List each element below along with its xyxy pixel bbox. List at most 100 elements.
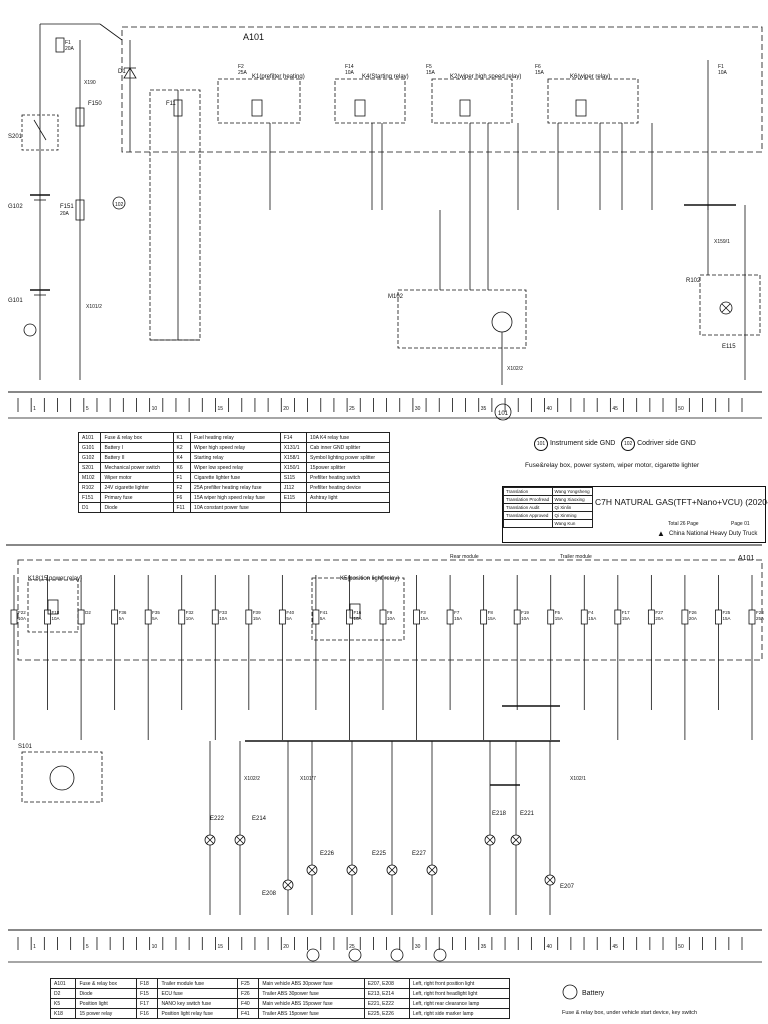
upper-legend-cell: X150/1	[279, 462, 308, 473]
upper-legend-cell: Prefilter heating device	[306, 482, 390, 493]
lower-wire-drops	[13, 575, 753, 740]
fuse-rating: 15A	[454, 616, 462, 621]
node-x102-2: X102/2	[507, 366, 523, 372]
part-e207: E207	[560, 884, 575, 890]
lower-legend-cell: F15	[136, 988, 159, 999]
part-g101: G101	[8, 298, 23, 304]
fuse-rating: 10A	[219, 616, 227, 621]
lower-legend-cell: F18	[136, 978, 159, 989]
node-x159-1: X159/1	[714, 239, 730, 245]
fuse-name: F35	[152, 610, 160, 615]
lower-legend-cell: K18	[49, 1008, 77, 1019]
fuse-f5-rating: 15A	[426, 70, 436, 76]
upper-legend-cell: Battery I	[100, 442, 174, 453]
upper-ruler-number: 1	[33, 406, 36, 412]
fuse-rating: 10A	[186, 616, 194, 621]
upper-legend-cell: 24V cigarette lighter	[100, 482, 174, 493]
title-block-legend-cell: Qi Xinlin	[551, 503, 594, 512]
lower-legend-cell: Left, right rear clearance lamp	[408, 998, 511, 1009]
upper-legend-cell: 25A prefilter heating relay fuse	[190, 482, 281, 493]
fuse-symbol	[379, 609, 387, 625]
upper-ruler-number: 30	[415, 406, 421, 412]
fuse-symbol	[647, 609, 655, 625]
fuse-f2-rating: 25A	[238, 70, 248, 76]
lower-legend-cell: Left, right front headlight light	[408, 988, 511, 999]
lower-legend-cell: Left, right front position light	[408, 978, 511, 989]
fuse-name: F39	[253, 610, 261, 615]
relay-label-k1: K1(prefilter heating)	[252, 74, 305, 80]
lower-ruler-number: 50	[678, 944, 684, 950]
fuse-symbol	[278, 609, 286, 625]
lower-ruler-number: 40	[547, 944, 553, 950]
title-block-total: Total 26 Page	[668, 521, 699, 527]
upper-legend-cell: F11	[172, 502, 192, 513]
lower-ruler-number: 15	[217, 944, 223, 950]
lower-legend-cell: Diode	[75, 988, 138, 999]
fuse-f5-name: F5	[426, 64, 432, 70]
fuse-rating: 15A	[622, 616, 630, 621]
title-block-legend-cell: Translation Approved	[503, 511, 553, 520]
trailer-module-label: Trailer module	[560, 554, 592, 560]
lower-legend-cell: F16	[136, 1008, 159, 1019]
lower-subtitle: Fuse & relay box, under vehicle start de…	[562, 1010, 697, 1016]
part-e227: E227	[412, 851, 427, 857]
upper-legend-cell: X158/1	[279, 452, 308, 463]
fuse-name: F9	[387, 610, 393, 615]
upper-legend-cell: Wiper motor	[100, 472, 174, 483]
lower-legend-cell: Trailer module fuse	[157, 978, 239, 989]
gnd-101: 101	[498, 411, 509, 417]
upper-legend-cell: Battery II	[100, 452, 174, 463]
lower-legend-cell: F41	[237, 1008, 260, 1019]
fuse-rating: 5A	[152, 616, 158, 621]
fuse-f1b-rating: 10A	[718, 70, 728, 76]
fuse-rating: 15A	[488, 616, 496, 621]
fuse-name: F27	[655, 610, 663, 615]
lamp-cross	[236, 836, 244, 844]
fuse-name: F5	[555, 610, 561, 615]
node-x190: X190	[84, 80, 96, 86]
company-logo-icon: ▲	[657, 529, 665, 538]
upper-ruler-number: 45	[612, 406, 618, 412]
fuse-name: F40	[286, 610, 294, 615]
fuse-symbol	[580, 609, 588, 625]
gnd-note-101: 101 Instrument side GND 102 Codriver sid…	[534, 437, 696, 451]
title-block-legend-row: Wang Kun	[503, 519, 594, 528]
upper-ruler-number: 10	[152, 406, 158, 412]
upper-legend-cell: Symbol lighting power splitter	[306, 452, 390, 463]
fuse-name: F19	[521, 610, 529, 615]
fuse-symbol	[245, 609, 253, 625]
lower-ruler-number: 30	[415, 944, 421, 950]
lamp-cross	[348, 866, 356, 874]
upper-legend-cell: K4	[172, 452, 192, 463]
upper-legend-cell: F151	[77, 492, 102, 503]
fuse-rating: 5A	[119, 616, 125, 621]
fuse-symbol	[178, 609, 186, 625]
upper-box-label: A101	[243, 32, 264, 42]
relay-label-k5: K5(position light relay)	[340, 576, 399, 582]
lower-legend-cell: NANO key switch fuse	[157, 998, 239, 1009]
upper-legend-cell: Primary fuse	[100, 492, 174, 503]
fuse-name: F41	[320, 610, 328, 615]
upper-legend-cell: 15power splitter	[306, 462, 390, 473]
upper-ruler-number: 50	[678, 406, 684, 412]
fuse-name: F33	[219, 610, 227, 615]
part-e225: E225	[372, 851, 387, 857]
lower-legend-cell: F40	[237, 998, 260, 1009]
upper-legend-cell: K6	[172, 462, 192, 473]
lower-ruler-number: 5	[86, 944, 89, 950]
battery-label: Battery	[582, 990, 605, 997]
upper-ruler-number: 20	[283, 406, 289, 412]
lamp-cross	[206, 836, 214, 844]
fuse-symbol	[614, 609, 622, 625]
upper-legend-cell: Cab inner GND splitter	[306, 442, 390, 453]
fuse-rating: 15A	[588, 616, 596, 621]
upper-legend-cell: E115	[279, 492, 308, 503]
